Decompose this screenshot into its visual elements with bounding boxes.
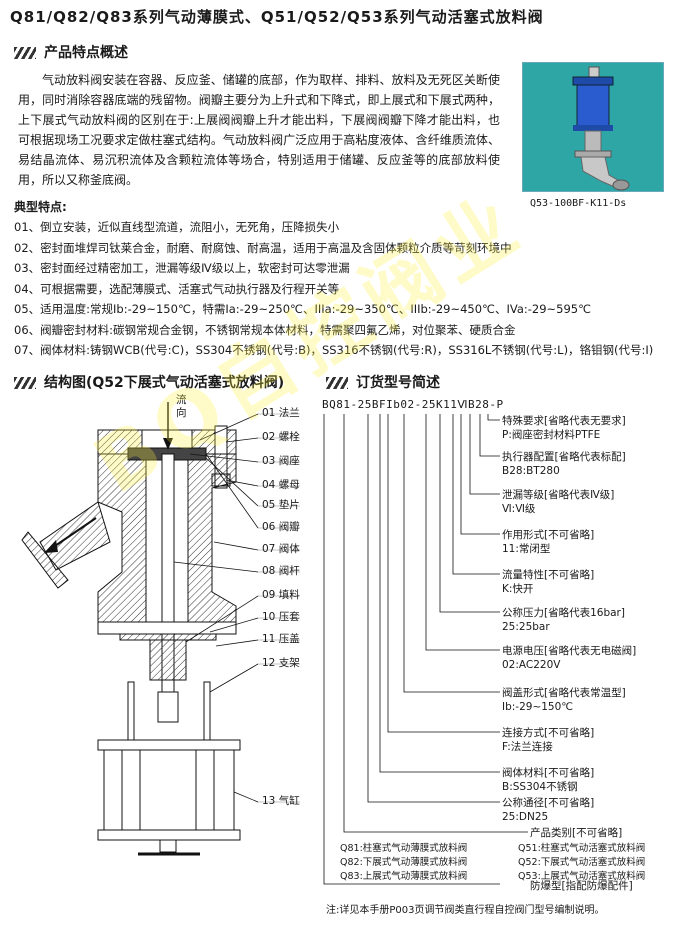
product-category-item: Q51:柱塞式气动活塞式放料阀: [518, 843, 646, 854]
product-category-item: Q83:上展式气动薄膜式放料阀: [340, 871, 468, 882]
section-heading-order: 订货型号简述: [326, 372, 440, 392]
order-item-title: 作用形式[不可省略]: [502, 529, 595, 541]
order-item: 阀盖形式[省略代表常温型] Ib:-29~150℃: [502, 686, 626, 714]
product-category-title: 产品类别[不可省略]: [530, 827, 623, 839]
footer-note: 注:详见本手册P003页调节阀类直行程自控阀门型号编制说明。: [326, 905, 605, 916]
valve-structure-drawing: [21, 402, 300, 856]
section-overview-label: 产品特点概述: [44, 45, 128, 61]
part-label: 11 压盖: [262, 633, 300, 645]
part-label: 04 螺母: [262, 479, 300, 491]
valve-photo-illustration: [523, 63, 663, 191]
order-item-value: B28:BT280: [502, 465, 560, 477]
part-label: 08 阀杆: [262, 565, 300, 577]
order-item-title: 泄漏等级[省略代表Ⅳ级]: [502, 489, 615, 501]
feature-item: 04、可根据需要，选配薄膜式、活塞式气动执行器及行程开关等: [14, 281, 340, 296]
order-item-title: 电源电压[省略代表无电磁阀]: [502, 645, 637, 657]
section-marker-icon: [14, 47, 36, 59]
order-item-value: F:法兰连接: [502, 741, 553, 753]
order-item: 公称通径[不可省略] 25:DN25: [502, 796, 594, 824]
product-category-item: Q52:下展式气动活塞式放料阀: [518, 857, 646, 868]
part-label: 07 阀体: [262, 543, 300, 555]
features-heading: 典型特点:: [14, 200, 67, 214]
order-item: 作用形式[不可省略] 11:常闭型: [502, 528, 594, 556]
photo-caption: Q53-100BF-K11-Ds: [530, 198, 627, 209]
order-item-title: 公称通径[不可省略]: [502, 797, 595, 809]
part-label: 01 法兰: [262, 407, 300, 419]
product-photo: [522, 62, 664, 192]
intro-paragraph: 气动放料阀安装在容器、反应釜、储罐的底部，作为取样、排料、放料及无死区关断使用，…: [18, 73, 500, 187]
order-item: 泄漏等级[省略代表Ⅳ级] Ⅵ:Ⅵ级: [502, 488, 614, 516]
order-item: 连接方式[不可省略] F:法兰连接: [502, 726, 594, 754]
order-item-title: 阀盖形式[省略代表常温型]: [502, 687, 626, 699]
explosion-proof-label: 防爆型[指配防爆配件]: [530, 880, 633, 892]
order-item-title: 执行器配置[省略代表标配]: [502, 451, 626, 463]
order-item-title: 流量特性[不可省略]: [502, 569, 595, 581]
feature-item: 05、适用温度:常规Ib:-29~150℃，特需Ia:-29~250℃、IIIa…: [14, 302, 592, 316]
order-item-value: 25:DN25: [502, 811, 549, 823]
section-structure-label: 结构图(Q52下展式气动活塞式放料阀): [44, 375, 285, 391]
order-item-value: 02:AC220V: [502, 659, 561, 671]
order-item-value: Ib:-29~150℃: [502, 701, 574, 713]
part-label: 13 气缸: [262, 795, 300, 807]
order-item: 流量特性[不可省略] K:快开: [502, 568, 594, 596]
section-order-label: 订货型号简述: [356, 375, 440, 391]
feature-item: 03、密封面经过精密加工，泄漏等级Ⅳ级以上，软密封可达零泄漏: [14, 261, 350, 275]
flow-label-char: 流: [176, 394, 187, 406]
section-marker-icon: [14, 377, 36, 389]
feature-item: 07、阀体材料:铸钢WCB(代号:C)，SS304不锈钢(代号:B)，SS316…: [14, 343, 654, 357]
product-category-item: Q53:上展式气动活塞式放料阀: [518, 871, 646, 882]
part-label: 10 压套: [262, 611, 300, 623]
order-code: BQ81-25BFIb02-25K11ⅥB28-P: [322, 398, 504, 411]
flow-direction-label: 流 向: [176, 394, 187, 420]
part-label: 05 垫片: [262, 499, 300, 511]
order-item: 电源电压[省略代表无电磁阀] 02:AC220V: [502, 644, 636, 672]
order-item-title: 公称压力[省略代表16bar]: [502, 607, 625, 619]
feature-item: 06、阀瓣密封材料:碳钢常规合金钢，不锈钢常规本体材料，特需聚四氟乙烯，对位聚苯…: [14, 322, 516, 337]
section-heading-overview: 产品特点概述: [14, 42, 128, 62]
section-marker-icon: [326, 377, 348, 389]
order-item-title: 阀体材料[不可省略]: [502, 767, 595, 779]
product-category-right: Q51:柱塞式气动活塞式放料阀 Q52:下展式气动活塞式放料阀 Q53:上展式气…: [518, 842, 645, 884]
order-item: 执行器配置[省略代表标配] B28:BT280: [502, 450, 626, 478]
order-code-connector-lines: [323, 414, 528, 885]
order-item-value: B:SS304不锈钢: [502, 781, 578, 793]
order-item-value: 25:25bar: [502, 621, 550, 633]
feature-item: 02、密封面堆焊司钛莱合金，耐磨、耐腐蚀、耐高温，适用于高温及含固体颗粒介质等苛…: [14, 240, 512, 255]
feature-item: 01、倒立安装，近似直线型流道，流阻小，无死角，压降损失小: [14, 220, 340, 234]
part-label: 03 阀座: [262, 455, 300, 467]
product-category-left: Q81:柱塞式气动薄膜式放料阀 Q82:下展式气动薄膜式放料阀 Q83:上展式气…: [340, 842, 467, 884]
product-category-item: Q82:下展式气动薄膜式放料阀: [340, 857, 468, 868]
order-item-value: 11:常闭型: [502, 543, 551, 555]
order-item: 公称压力[省略代表16bar] 25:25bar: [502, 606, 625, 634]
section-heading-structure: 结构图(Q52下展式气动活塞式放料阀): [14, 372, 284, 392]
part-label: 09 填料: [262, 589, 300, 601]
order-item: 特殊要求[省略代表无要求] P:阀座密封材料PTFE: [502, 414, 626, 442]
features-list: 01、倒立安装，近似直线型流道，流阻小，无死角，压降损失小 02、密封面堆焊司钛…: [14, 217, 674, 361]
order-item-value: Ⅵ:Ⅵ级: [502, 503, 536, 515]
order-item-value: P:阀座密封材料PTFE: [502, 429, 601, 441]
product-category-item: Q81:柱塞式气动薄膜式放料阀: [340, 843, 468, 854]
order-item-value: K:快开: [502, 583, 534, 595]
order-item: 阀体材料[不可省略] B:SS304不锈钢: [502, 766, 594, 794]
order-item-title: 特殊要求[省略代表无要求]: [502, 415, 626, 427]
part-label: 06 阀瓣: [262, 521, 300, 533]
order-item-title: 连接方式[不可省略]: [502, 727, 595, 739]
part-label: 12 支架: [262, 657, 300, 669]
part-label: 02 螺栓: [262, 431, 300, 443]
flow-label-char: 向: [176, 407, 187, 419]
page-title: Q81/Q82/Q83系列气动薄膜式、Q51/Q52/Q53系列气动活塞式放料阀: [10, 8, 544, 26]
